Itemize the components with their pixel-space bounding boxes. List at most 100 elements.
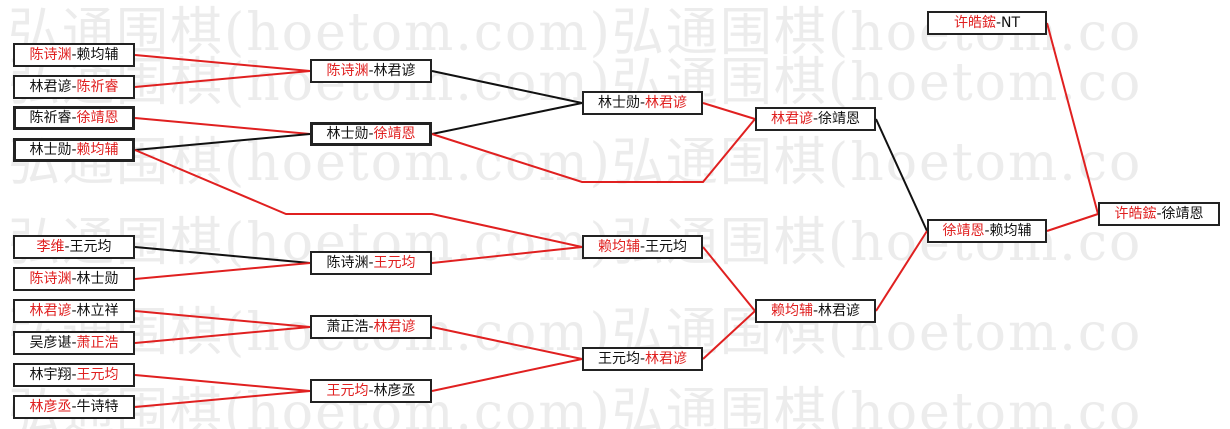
player-b: 王元均 [69, 239, 112, 255]
match-box: 吴彦谌-萧正浩 [13, 331, 135, 355]
separator: - [639, 351, 646, 367]
player-b: 陈祈睿 [76, 79, 119, 95]
player-b: 林君谚 [373, 63, 416, 79]
bracket-line [134, 70, 311, 88]
match-box: 林君谚-徐靖恩 [755, 107, 876, 131]
player-a: 陈诗渊 [326, 255, 369, 271]
player-b: 徐靖恩 [818, 111, 861, 127]
separator: - [368, 383, 374, 399]
separator: - [639, 239, 646, 255]
player-b: 林君谚 [373, 319, 416, 335]
bracket-line [1046, 22, 1099, 215]
player-a: 吴彦谌 [29, 335, 72, 351]
match-box: 林宇翔-王元均 [13, 363, 135, 387]
match-box: 徐靖恩-赖均辅 [927, 219, 1047, 243]
player-a: 陈祈睿 [29, 110, 72, 126]
match-box: 李维-王元均 [13, 235, 135, 259]
bracket-line [134, 117, 311, 135]
separator: - [368, 255, 374, 271]
bracket-line [134, 310, 311, 328]
match-box: 陈祈睿-徐靖恩 [13, 106, 135, 130]
match-box: 王元均-林君谚 [582, 347, 703, 371]
separator: - [71, 79, 77, 95]
separator: - [368, 126, 374, 142]
bracket-line [134, 149, 583, 248]
player-b: 赖均辅 [989, 223, 1032, 239]
match-box: 陈诗渊-林君谚 [310, 59, 432, 83]
bracket-line [134, 326, 311, 344]
bracket-line [431, 246, 583, 264]
player-b: 王元均 [645, 239, 688, 255]
player-a: 赖均辅 [770, 303, 813, 319]
match-box: 赖均辅-林君谚 [755, 299, 876, 323]
player-b: NT [1001, 15, 1021, 31]
bracket-line [702, 102, 756, 120]
player-a: 林士勋 [597, 95, 640, 111]
player-a: 萧正浩 [326, 319, 369, 335]
bracket-line [134, 374, 311, 392]
player-a: 林彦丞 [29, 399, 72, 415]
bracket-line [431, 326, 583, 360]
player-a: 徐靖恩 [942, 223, 985, 239]
player-b: 林立祥 [76, 303, 119, 319]
player-a: 林士勋 [29, 142, 72, 158]
bracket-line [431, 118, 756, 183]
bracket-line [134, 54, 311, 72]
match-box: 陈诗渊-林士勋 [13, 267, 135, 291]
match-box: 萧正浩-林君谚 [310, 315, 432, 339]
separator: - [812, 111, 819, 127]
player-b: 徐靖恩 [1161, 206, 1204, 222]
separator: - [639, 95, 646, 111]
player-b: 林君谚 [645, 351, 688, 367]
player-a: 赖均辅 [597, 239, 640, 255]
player-b: 林君谚 [645, 95, 688, 111]
bracket-line [1046, 213, 1099, 232]
separator: - [368, 63, 374, 79]
bracket-line [431, 102, 583, 135]
match-box: 陈诗渊-赖均辅 [13, 43, 135, 67]
separator: - [71, 303, 77, 319]
player-a: 李维 [36, 239, 65, 255]
separator: - [1156, 206, 1162, 222]
player-a: 林君谚 [29, 303, 72, 319]
match-box: 许皓鋐-NT [927, 11, 1047, 35]
match-box: 王元均-林彦丞 [310, 379, 432, 403]
separator: - [64, 239, 70, 255]
player-a: 陈诗渊 [29, 271, 72, 287]
player-b: 徐靖恩 [76, 110, 119, 126]
bracket-line [875, 230, 928, 312]
match-box: 许皓鋐-徐靖恩 [1098, 202, 1220, 226]
separator: - [995, 15, 1002, 31]
separator: - [71, 271, 77, 287]
bracket-line [702, 310, 756, 360]
player-a: 陈诗渊 [29, 47, 72, 63]
player-a: 陈诗渊 [326, 63, 369, 79]
separator: - [71, 110, 77, 126]
separator: - [71, 399, 77, 415]
bracket-line [431, 358, 583, 392]
player-b: 王元均 [76, 367, 119, 383]
bracket-line [875, 118, 928, 232]
player-a: 林君谚 [29, 79, 72, 95]
bracket-line [134, 390, 311, 408]
bracket-line [134, 246, 311, 264]
player-a: 林君谚 [770, 111, 813, 127]
match-box: 陈诗渊-王元均 [310, 251, 432, 275]
player-a: 许皓鋐 [953, 15, 996, 31]
separator: - [71, 142, 77, 158]
match-box: 赖均辅-王元均 [582, 235, 703, 259]
separator: - [71, 47, 77, 63]
bracket-line [431, 70, 583, 104]
match-box: 林彦丞-牛诗特 [13, 395, 135, 419]
match-box: 林君谚-陈祈睿 [13, 75, 135, 99]
separator: - [812, 303, 819, 319]
player-a: 王元均 [597, 351, 640, 367]
player-b: 王元均 [373, 255, 416, 271]
bracket-line [134, 133, 311, 151]
player-b: 牛诗特 [76, 399, 119, 415]
player-b: 林士勋 [76, 271, 119, 287]
player-a: 王元均 [326, 383, 369, 399]
player-a: 林宇翔 [29, 367, 72, 383]
player-b: 萧正浩 [76, 335, 119, 351]
